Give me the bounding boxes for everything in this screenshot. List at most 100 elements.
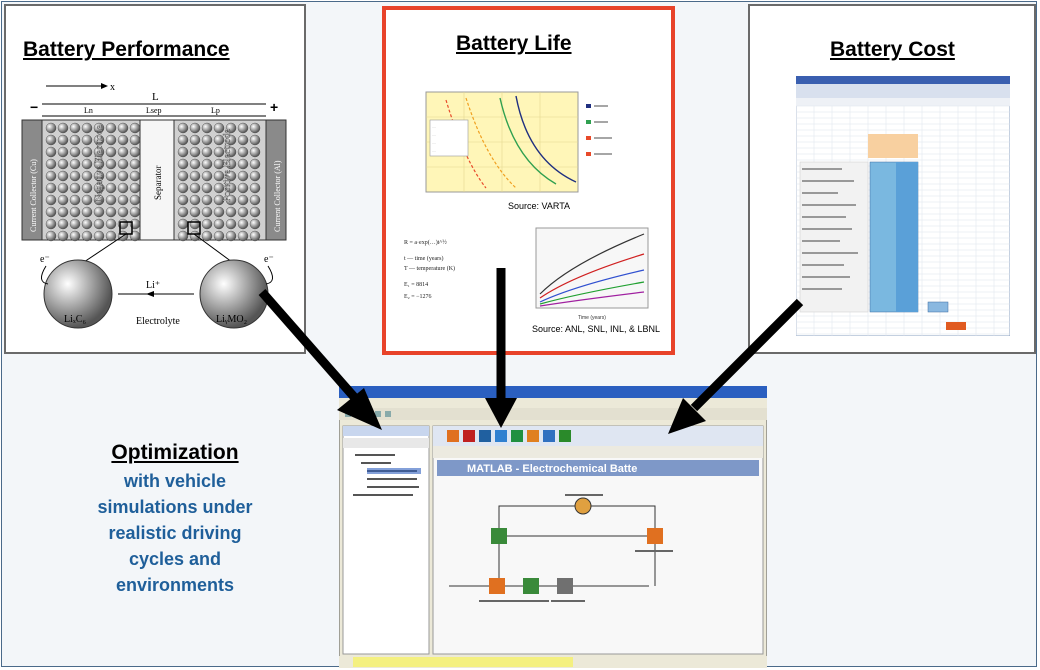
electrode-particle [117,122,129,134]
electrode-particle [201,206,213,218]
matlab-vehicle-node [647,528,663,544]
life-chart-x-label: Time (years) [578,315,606,321]
electrode-particle [213,218,225,230]
electrode-particle [81,122,93,134]
electrode-particle [249,194,261,206]
electrode-particle [105,170,117,182]
electrode-particle [129,170,141,182]
positive-electrode-label: Positive Electrode [222,128,233,202]
lp-label: Lp [211,106,220,115]
electrode-particle [105,182,117,194]
electrode-particle [69,170,81,182]
varta-life-chart: ················ [425,91,612,193]
lsep-label: Lsep [146,106,162,115]
electrode-particle [45,194,57,206]
electrode-particle [249,170,261,182]
electrode-particle [177,230,189,242]
electrode-particle [93,146,105,158]
electrode-particle [45,230,57,242]
svg-text:E₁ = 8814: E₁ = 8814 [404,282,428,288]
electrode-particle [249,218,261,230]
anl-source: Source: ANL, SNL, INL, & LBNL [532,324,661,334]
electrode-particle [225,146,237,158]
cost-spreadsheet-image [796,76,1010,336]
svg-text:····: ···· [432,133,436,137]
electrode-particle [81,134,93,146]
electrode-particle [237,230,249,242]
electrode-particle [189,218,201,230]
negative-particles [45,122,141,242]
electrode-particle [105,122,117,134]
electrode-particle [225,218,237,230]
electron-left: e⁻ [40,254,50,265]
battery-cost-title: Battery Cost [830,38,955,61]
electrode-particle [93,122,105,134]
electrode-particle [81,158,93,170]
electrode-particle [129,122,141,134]
electrode-particle [93,218,105,230]
electrode-particle [93,194,105,206]
electrode-particle [81,182,93,194]
electrode-particle [225,122,237,134]
electrode-particle [177,194,189,206]
electrode-particle [45,134,57,146]
electrode-particle [213,230,225,242]
ln-label: Ln [84,106,93,115]
electrode-particle [189,182,201,194]
electrode-particle [45,218,57,230]
optimization-line-1: with vehicle [123,471,227,491]
electrode-particle [225,206,237,218]
excel-node [491,528,507,544]
electrode-particle [81,218,93,230]
electrode-particle [237,194,249,206]
plus-terminal: + [270,99,278,115]
optimization-line-4: cycles and [128,549,222,569]
life-model-chart: R = a·exp(…)t^½ t — time (years) T — tem… [404,227,649,321]
electrode-particle [81,230,93,242]
electrode-particle [237,146,249,158]
negative-collector-label: Current Collector (Cu) [29,159,38,232]
electrode-particle [225,134,237,146]
electrode-particle [201,134,213,146]
electrode-particle [45,206,57,218]
electrode-particle [105,194,117,206]
electrode-particle [69,158,81,170]
electrode-particle [189,194,201,206]
electrode-particle [213,182,225,194]
electrode-particle [45,158,57,170]
electrode-particle [69,206,81,218]
electrode-particle [225,170,237,182]
electrode-particle [237,158,249,170]
electrode-particle [237,134,249,146]
electrode-particle [213,122,225,134]
electrode-particle [57,122,69,134]
electrode-particle [57,158,69,170]
optimization-line-5: environments [115,575,235,595]
electrode-particle [177,206,189,218]
electrode-particle [81,206,93,218]
electrode-particle [189,206,201,218]
excel-life-node [523,578,539,594]
anode-particle-label: LiₓC₆ [64,314,86,325]
electrode-particle [237,122,249,134]
electrode-particle [57,134,69,146]
electrode-particle [213,206,225,218]
electrode-particle [57,182,69,194]
electrode-particle [225,194,237,206]
electrode-particle [201,230,213,242]
electrode-particle [117,146,129,158]
electrode-particle [249,146,261,158]
electrode-particle [105,230,117,242]
minus-terminal: − [30,99,38,115]
optimization-title: Optimization [111,441,239,464]
battery-life-title: Battery Life [456,32,572,55]
electrode-particle [201,194,213,206]
electrode-particle [93,134,105,146]
svg-text:E₂ = −1276: E₂ = −1276 [404,294,432,300]
electrode-particle [201,146,213,158]
electrolyte-label: Electrolyte [136,316,180,327]
separator-label: Separator [153,166,163,200]
optimization-node [574,497,592,515]
electrode-particle [117,158,129,170]
